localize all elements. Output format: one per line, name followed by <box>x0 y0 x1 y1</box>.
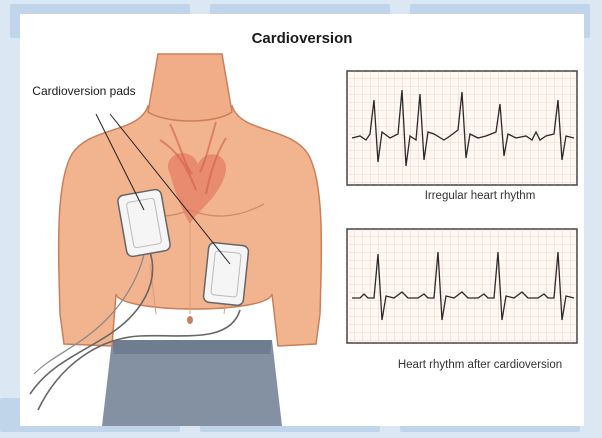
pads-label: Cardioversion pads <box>24 84 144 98</box>
ecg-after-caption: Heart rhythm after cardioversion <box>360 358 600 373</box>
ecg-strip-irregular <box>346 70 578 186</box>
ecg-before-caption: Irregular heart rhythm <box>360 190 600 202</box>
torso-illustration <box>20 14 340 414</box>
ecg-strip-normal <box>346 228 578 344</box>
illustration-panel: Cardioversion <box>20 14 584 426</box>
